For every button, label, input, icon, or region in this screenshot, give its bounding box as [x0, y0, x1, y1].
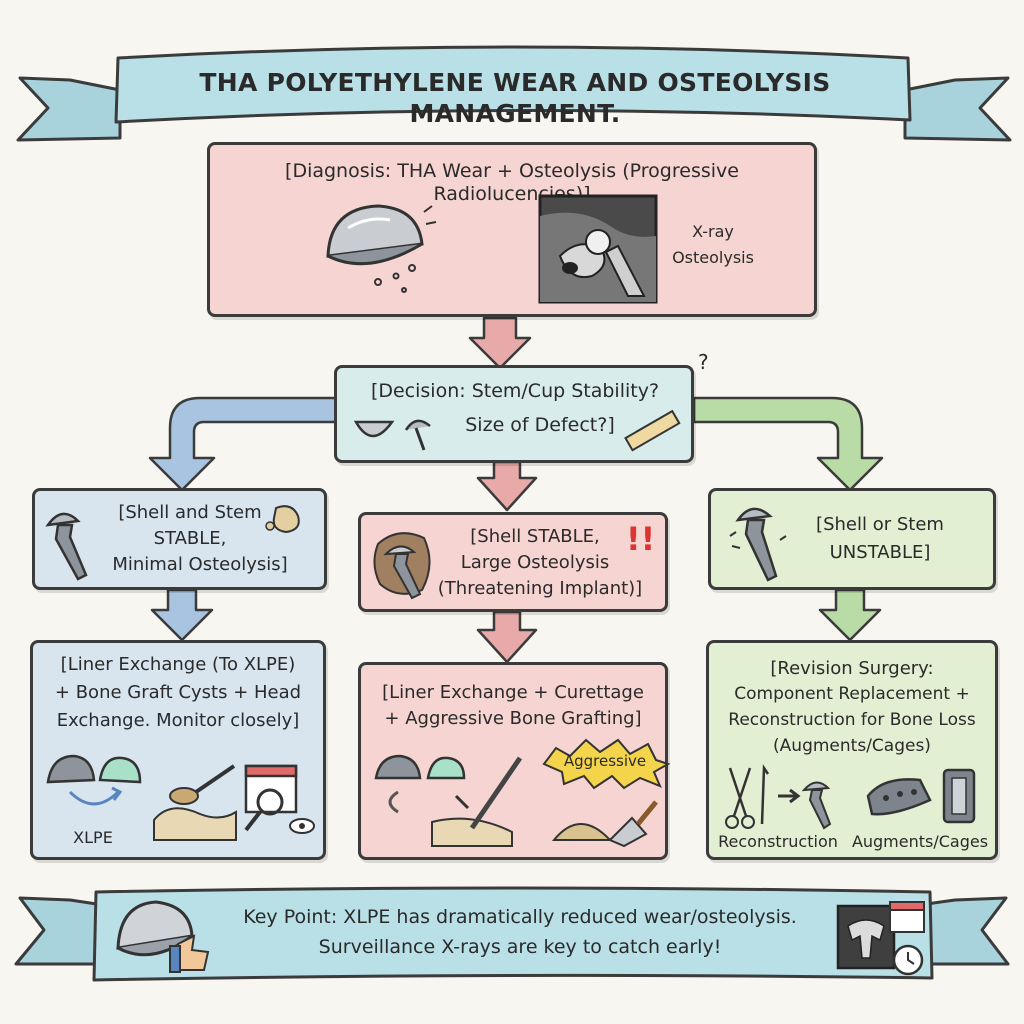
large-osteolysis-icon	[373, 532, 431, 600]
unstable-implant-icon	[729, 507, 787, 582]
arrow-left-down	[150, 588, 214, 642]
key-point-line-1: Key Point: XLPE has dramatically reduced…	[243, 906, 797, 928]
arrow-decision-to-middle	[476, 460, 538, 512]
osteolysis-label: Osteolysis	[672, 248, 754, 267]
worn-liner-icon	[326, 204, 437, 293]
arrow-middle-down	[476, 610, 538, 664]
right-condition-box	[708, 488, 996, 590]
question-mark: ?	[698, 350, 709, 374]
middle-condition-line-3: (Threatening Implant)]	[437, 578, 643, 599]
calendar-monitor-icon	[244, 764, 315, 834]
xray-label: X-ray	[692, 222, 734, 241]
right-action-line-3: Reconstruction for Bone Loss	[728, 710, 976, 730]
reconstruction-label: Reconstruction	[718, 832, 838, 851]
implant-icon	[45, 512, 88, 581]
arrow-diagnosis-to-decision	[468, 316, 532, 370]
diagnosis-text: [Diagnosis: THA Wear + Osteolysis (Progr…	[285, 160, 739, 206]
left-action-line-1: [Liner Exchange (To XLPE)	[60, 654, 296, 675]
key-point-banner	[14, 886, 1010, 982]
diagnosis-box	[207, 142, 817, 317]
middle-condition-line-1: [Shell STABLE,	[470, 526, 600, 547]
ruler-icon	[624, 409, 681, 452]
title-banner	[16, 45, 1012, 142]
bone-graft-spoon-icon	[153, 764, 237, 841]
xray-image	[538, 194, 658, 304]
aggressive-label: Aggressive	[563, 752, 647, 770]
middle-condition-line-2: Large Osteolysis	[460, 552, 610, 573]
right-action-line-1: [Revision Surgery:	[770, 658, 934, 679]
arrow-right-down	[818, 588, 882, 642]
page-title: THA POLYETHYLENE WEAR AND OSTEOLYSIS MAN…	[199, 68, 831, 128]
xlpe-label: XLPE	[73, 828, 113, 847]
liner-thumbs-up-icon	[116, 900, 210, 973]
left-condition-line-3: Minimal Osteolysis]	[112, 554, 288, 575]
right-condition-line-1: [Shell or Stem	[816, 514, 944, 535]
right-action-line-2: Component Replacement +	[734, 684, 970, 704]
middle-action-line-2: + Aggressive Bone Grafting]	[384, 708, 642, 729]
decision-line-2: Size of Defect?]	[465, 414, 615, 436]
aggressive-burst	[542, 738, 671, 790]
bone-graft-trowel-icon	[551, 800, 658, 848]
left-condition-line-1: [Shell and Stem	[118, 502, 262, 523]
arrow-decision-to-right	[692, 396, 884, 492]
bone-cyst-icon	[265, 505, 300, 534]
cup-stem-icon	[353, 419, 431, 451]
left-action-line-2: + Bone Graft Cysts + Head	[54, 682, 302, 703]
key-point-line-2: Surveillance X-rays are key to catch ear…	[318, 936, 722, 958]
left-action-line-3: Exchange. Monitor closely]	[56, 710, 300, 731]
liner-exchange-icon	[46, 754, 142, 806]
right-condition-line-2: UNSTABLE]	[829, 542, 931, 563]
surgical-tools-icon	[725, 764, 832, 830]
right-action-line-4: (Augments/Cages)	[773, 736, 931, 756]
augments-cages-icon	[866, 768, 976, 824]
curettage-icon	[374, 754, 523, 847]
arrow-decision-to-left	[148, 396, 340, 492]
decision-line-1: [Decision: Stem/Cup Stability?	[370, 380, 660, 402]
warning-exclamation-icon: !!	[626, 520, 656, 558]
surveillance-xray-icon	[836, 901, 925, 976]
augments-cages-label: Augments/Cages	[851, 832, 989, 851]
left-condition-line-2: STABLE,	[153, 528, 227, 549]
middle-action-line-1: [Liner Exchange + Curettage	[382, 682, 644, 703]
